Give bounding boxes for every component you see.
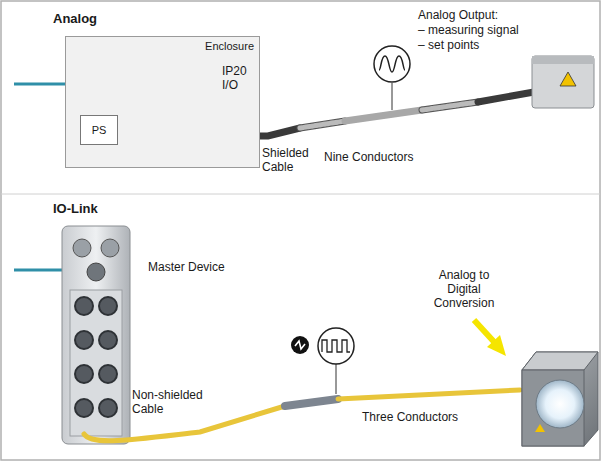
cable-label: Shielded Cable bbox=[262, 146, 318, 174]
signal-item: – measuring signal bbox=[418, 23, 519, 37]
port-socket bbox=[75, 331, 93, 349]
leader-line bbox=[336, 364, 337, 394]
port-socket bbox=[99, 399, 117, 417]
power-supply-box: PS bbox=[80, 115, 118, 145]
analog-signal-icon bbox=[374, 46, 410, 82]
digital-signal-icon bbox=[318, 328, 354, 364]
section-heading: Analog bbox=[53, 12, 97, 26]
section-heading: IO-Link bbox=[53, 202, 98, 216]
port-socket bbox=[99, 365, 117, 383]
node-text: PS bbox=[92, 124, 107, 137]
cable-label: Non-shielded Cable bbox=[132, 388, 212, 416]
device-label: Master Device bbox=[148, 260, 225, 274]
node-text: Enclosure bbox=[71, 40, 254, 53]
divider bbox=[1, 194, 600, 195]
io-link-logo bbox=[291, 336, 309, 354]
conversion-label: Analog to Digital Conversion bbox=[432, 268, 496, 310]
signal-item: – set points bbox=[418, 38, 479, 52]
port-socket bbox=[99, 331, 117, 349]
laser-sensor bbox=[532, 56, 594, 108]
io-link-sensor bbox=[522, 352, 598, 446]
port-socket bbox=[75, 399, 93, 417]
port-socket bbox=[99, 297, 117, 315]
port-socket bbox=[75, 297, 93, 315]
io-label: IP20 I/O bbox=[222, 64, 254, 92]
enclosure-box: EnclosurePS bbox=[65, 36, 260, 168]
shielded-cable bbox=[238, 92, 534, 136]
conversion-arrow bbox=[474, 320, 506, 356]
conductor-label: Nine Conductors bbox=[324, 150, 413, 164]
conductor-label: Three Conductors bbox=[362, 410, 458, 424]
port-grid bbox=[75, 297, 117, 417]
port-socket bbox=[75, 365, 93, 383]
io-link-master bbox=[62, 226, 130, 444]
signal-heading: Analog Output: bbox=[418, 8, 498, 22]
leader-line bbox=[392, 83, 393, 110]
